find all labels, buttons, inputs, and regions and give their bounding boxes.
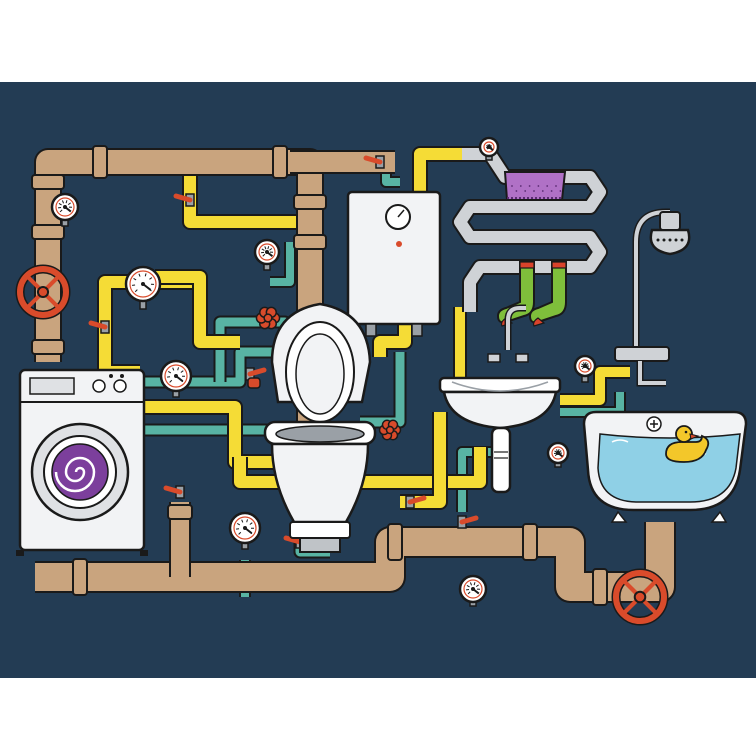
pipe-coupling	[31, 174, 65, 190]
yellow-pipe	[182, 162, 300, 230]
pressure-gauge-icon	[478, 136, 500, 161]
pressure-gauge-icon	[458, 574, 488, 607]
socks-icon	[528, 261, 567, 327]
pipe-coupling	[31, 339, 65, 355]
yellow-pipe	[412, 146, 465, 192]
pressure-gauge-icon	[573, 354, 597, 383]
pipe-coupling	[92, 145, 108, 179]
towel-icon	[503, 171, 567, 201]
pressure-gauge-icon	[228, 511, 262, 550]
pipe-coupling	[72, 558, 88, 596]
plumbing-illustration	[0, 82, 756, 678]
pipe-coupling	[272, 145, 288, 179]
pipe-coupling	[387, 523, 403, 561]
sink-icon	[438, 304, 562, 494]
washing-machine-icon	[16, 368, 148, 556]
pressure-gauge-icon	[546, 441, 570, 468]
valve-handle-icon	[163, 485, 185, 499]
pressure-gauge-icon	[253, 238, 281, 271]
water-heater-icon	[346, 190, 442, 337]
pipe-coupling	[167, 504, 193, 520]
pressure-gauge-icon	[159, 359, 193, 398]
pipe-coupling	[293, 194, 327, 210]
valve-wheel-icon	[15, 264, 71, 320]
shower-head-icon	[614, 208, 691, 387]
yellow-pipe	[140, 399, 280, 470]
teal-pipe	[270, 242, 296, 288]
pipe-coupling	[293, 234, 327, 250]
valve-handle-icon	[405, 495, 427, 509]
valve-handle-icon	[363, 155, 385, 169]
valve-handle-icon	[88, 320, 110, 334]
pipe-coupling	[31, 224, 65, 240]
pressure-gauge-icon	[50, 192, 80, 227]
toilet-icon	[247, 302, 377, 553]
yellow-pipe	[155, 269, 240, 350]
yellow-pipe	[560, 365, 630, 407]
teal-pipe	[360, 352, 407, 429]
valve-wheel-icon	[255, 306, 281, 330]
pressure-gauge-icon	[124, 265, 162, 310]
valve-wheel-icon	[378, 419, 402, 441]
illustration-canvas	[0, 82, 756, 678]
pipe-coupling	[522, 523, 538, 561]
valve-wheel-icon	[611, 568, 669, 626]
rubber-duck-icon	[665, 425, 710, 463]
valve-handle-icon	[173, 193, 195, 207]
valve-handle-icon	[457, 515, 479, 529]
pipe-coupling	[592, 568, 608, 606]
